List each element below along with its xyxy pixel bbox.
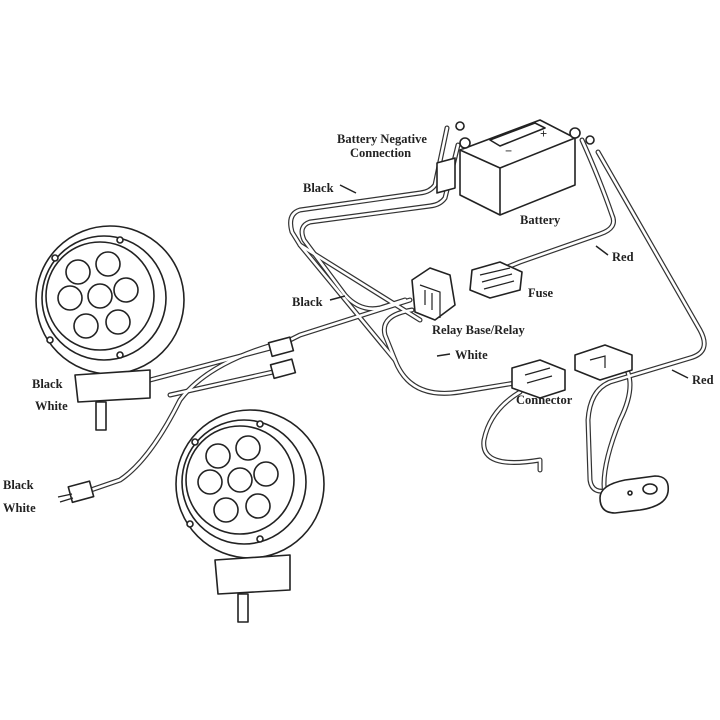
positive-terminal: [569, 127, 581, 139]
label-light1-white: White: [35, 399, 68, 413]
label-light2-white: White: [3, 501, 36, 515]
relay-to-light-harness-core: [288, 298, 412, 342]
switch-button[interactable]: [642, 483, 658, 495]
label-battery-negative: Battery Negative: [337, 132, 427, 146]
mount-bracket: [214, 554, 291, 595]
switch-icon[interactable]: [599, 475, 670, 514]
label-black-top: Black: [303, 181, 334, 195]
wire-ends: [57, 493, 74, 503]
fuse-icon: [469, 261, 523, 299]
led: [227, 467, 253, 493]
relay-cube: [436, 157, 456, 194]
red-wire-switch-feed-core: [586, 150, 706, 493]
negative-ring-terminal: [455, 121, 465, 131]
battery-icon: + −: [455, 119, 595, 216]
wires: [82, 125, 707, 498]
label-light1-black: Black: [32, 377, 63, 391]
mount-bolt: [237, 593, 249, 623]
connector-icon: [511, 344, 633, 399]
switch-wire-core: [602, 358, 632, 497]
label-pointers: [329, 184, 689, 379]
negative-terminal: [459, 137, 471, 149]
battery-plus: +: [540, 127, 547, 141]
label-battery: Battery: [520, 213, 561, 227]
black-wire-battery-negative-core: [289, 126, 449, 322]
battery-minus: −: [505, 144, 512, 158]
label-red-right: Red: [692, 373, 714, 387]
harness-to-light2-core: [83, 338, 292, 494]
red-wire-battery-fuse-core: [503, 138, 615, 270]
led: [253, 461, 279, 487]
black-wire-ground-core: [300, 143, 460, 310]
led: [73, 313, 99, 339]
led: [205, 443, 231, 469]
label-fuse: Fuse: [528, 286, 553, 300]
led: [105, 309, 131, 335]
led: [95, 251, 121, 277]
label-black-mid: Black: [292, 295, 323, 309]
led: [57, 285, 83, 311]
led: [213, 497, 239, 523]
switch-indicator: [627, 490, 633, 496]
work-light-1: [35, 225, 185, 431]
led: [245, 493, 271, 519]
harness-sleeve-1: [267, 336, 295, 358]
label-light2-black: Black: [3, 478, 34, 492]
harness-sleeve-end: [67, 480, 95, 504]
relay-icon: [411, 157, 456, 321]
label-white-mid: White: [455, 348, 488, 362]
mount-bracket: [74, 369, 151, 403]
led: [197, 469, 223, 495]
black-wire-relay-connector-core: [298, 243, 397, 362]
harness-sleeve-2: [269, 358, 297, 380]
led: [87, 283, 113, 309]
label-red-top: Red: [612, 250, 634, 264]
led: [113, 277, 139, 303]
positive-ring-terminal: [585, 135, 595, 145]
label-connection: Connection: [350, 146, 411, 160]
work-light-2: [175, 409, 325, 623]
label-connector: Connector: [516, 393, 573, 407]
label-relay: Relay Base/Relay: [432, 323, 525, 337]
led: [65, 259, 91, 285]
connector-lower-wire-core: [482, 390, 542, 472]
mount-bolt: [95, 401, 107, 431]
led: [235, 435, 261, 461]
